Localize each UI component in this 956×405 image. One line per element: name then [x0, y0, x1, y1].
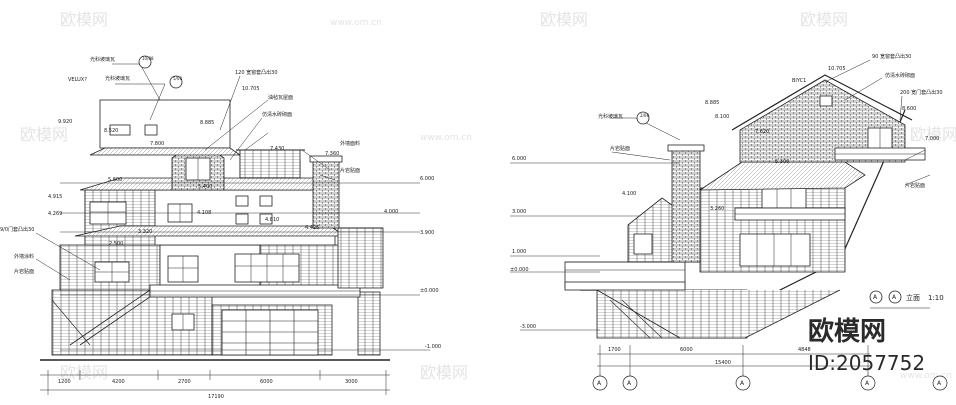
level-text: 10.705	[242, 86, 260, 92]
note-text: 200 宽门套凸出30	[900, 89, 943, 96]
level-text: 4.000	[384, 209, 398, 215]
watermark-brand: 欧模网	[910, 125, 956, 144]
left-annotations: 光科坡璃瓦 光科坡璃瓦 VELUX? 120 宽窗套凸出30 油毡瓦屋面 仿清水…	[0, 56, 441, 400]
watermark-site: www.om.cn	[900, 371, 952, 381]
level-text: 8.885	[200, 120, 214, 126]
left-elevation	[35, 55, 430, 395]
watermark-brand: 欧模网	[60, 363, 108, 382]
watermark-brand: 欧模网	[800, 10, 848, 29]
level-text: 3.260	[710, 206, 724, 212]
dim-text: 3000	[345, 379, 358, 385]
dim-text: 1700	[608, 347, 621, 353]
level-text: 3.320	[138, 229, 152, 235]
watermark-brand: 欧模网	[420, 363, 468, 382]
view-scale: 1:10	[928, 294, 944, 302]
dim-text: 1200	[58, 379, 71, 385]
note-text: BIYC1	[792, 78, 806, 84]
note-text: 油毡瓦屋面	[268, 94, 293, 101]
level-text: -1.000	[425, 344, 441, 350]
axis-label: A	[937, 380, 942, 387]
axis-label: A	[627, 380, 632, 387]
dim-text: 2700	[178, 379, 191, 385]
level-text: 4.108	[197, 210, 211, 216]
watermark-brand: 欧模网	[60, 10, 108, 29]
level-text: 10.705	[828, 66, 846, 72]
axis-label: A	[873, 294, 878, 301]
level-text: 4.269	[48, 211, 62, 217]
level-text: 5.400	[198, 184, 212, 190]
right-annotations: 90 宽窗套凸出30 仿清水砖砌面 200 宽门套凸出30 光科坡璃瓦 片岩贴面…	[510, 53, 944, 366]
level-text: 7.800	[150, 141, 164, 147]
dim-text: 4200	[112, 379, 125, 385]
dim-text: 6000	[260, 379, 273, 385]
level-text: 4.915	[48, 194, 62, 200]
note-text: 仿清水砖砌面	[885, 72, 915, 79]
axis-label: A	[597, 380, 602, 387]
note-text: 片岩贴面	[905, 182, 925, 189]
level-text: 3.000	[512, 209, 526, 215]
level-text: 5.300	[775, 159, 789, 165]
callout-text: 10/08	[142, 56, 154, 61]
level-text: 8.885	[705, 100, 719, 106]
right-elevation	[510, 59, 931, 378]
dim-text: 4848	[798, 347, 811, 353]
watermark-site: www.om.cn	[330, 18, 382, 28]
axis-label: A	[892, 294, 897, 301]
note-text: 外墙涂料	[14, 253, 34, 260]
level-text: 6.000	[420, 176, 434, 182]
note-text: 90 宽窗套凸出30	[872, 53, 911, 60]
level-text: 7.620	[755, 129, 769, 135]
level-text: 7.000	[925, 136, 939, 142]
dim-total-text: 15400	[715, 360, 731, 366]
dim-total-text: 17190	[208, 394, 224, 400]
brand-mark: 欧模网 ID:2057752	[808, 316, 925, 375]
level-text: 4.425	[305, 225, 319, 231]
note-text: 光科坡璃瓦	[90, 56, 115, 63]
note-text: 120 宽窗套凸出30	[235, 69, 278, 76]
level-text: 7.360	[325, 151, 339, 157]
level-text: 8.520	[104, 128, 118, 134]
dim-text: 6000	[680, 347, 693, 353]
level-text: ±0.000	[420, 288, 439, 294]
note-text: 片岩贴面	[340, 167, 360, 174]
axis-bubbles: A A A A A	[592, 375, 948, 391]
note-text: 光科坡璃瓦	[598, 113, 623, 120]
level-text: 3.900	[420, 230, 434, 236]
level-text: 7.430	[270, 146, 284, 152]
level-text: ±0.000	[510, 267, 529, 273]
brand-id: ID:2057752	[808, 351, 925, 375]
watermark-brand: 欧模网	[540, 10, 588, 29]
level-text: -3.000	[520, 324, 536, 330]
level-text: 1.000	[512, 249, 526, 255]
level-text: 2.500	[109, 241, 123, 247]
callout-text: 5/08	[173, 76, 182, 81]
note-text: 光科坡璃瓦	[105, 75, 130, 82]
note-text: 片岩贴面	[610, 145, 630, 152]
view-title: 立面	[906, 293, 920, 302]
axis-label: A	[740, 380, 745, 387]
watermark-brand: 欧模网	[20, 125, 68, 144]
axis-label: A	[865, 380, 870, 387]
note-text: 9/0门套凸出30	[0, 226, 34, 233]
note-text: 外墙面料	[340, 140, 360, 147]
note-text: 仿清水砖砌面	[262, 111, 292, 118]
level-text: 4.100	[622, 191, 636, 197]
level-text: 4.810	[265, 217, 279, 223]
level-text: 6.000	[512, 156, 526, 162]
callout-text: 2/08	[640, 113, 649, 118]
watermark-site: www.om.cn	[420, 133, 472, 143]
brand-name: 欧模网	[808, 316, 886, 347]
note-text: 片岩贴面	[14, 268, 34, 275]
note-text: VELUX?	[68, 77, 87, 83]
level-text: 8.100	[715, 114, 729, 120]
level-text: 8.600	[902, 106, 916, 112]
level-text: 5.800	[108, 177, 122, 183]
level-text: 9.920	[58, 119, 72, 125]
